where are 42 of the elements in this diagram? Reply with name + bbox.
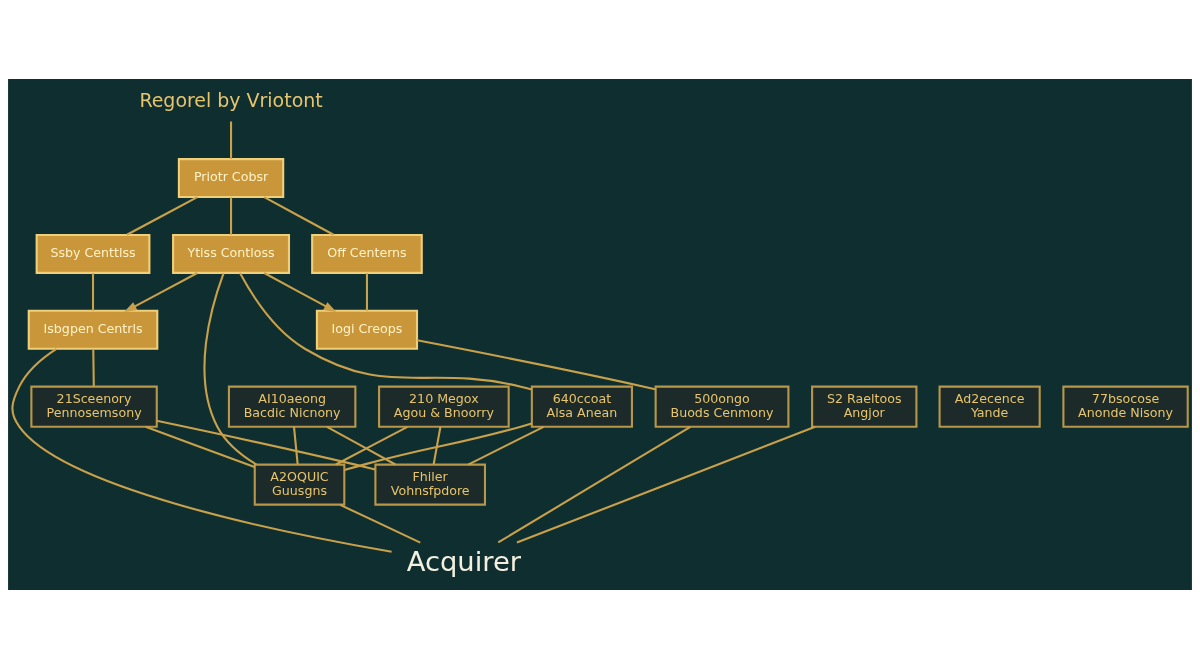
connector [416,339,656,391]
node-box: Priotr Cobsr [177,158,285,199]
connector [292,426,299,465]
node-box: 640ccoat Alsa Anean [530,385,633,428]
node-box: Isbgpen Centrls [27,309,159,350]
node-box: Ytiss Contloss [172,233,291,274]
connector [156,419,376,471]
node-box: 210 Megox Agou & Bnoorry [378,385,510,428]
arrow [124,272,198,313]
node-text: Regorel by Vriotont [139,88,323,111]
connector [497,425,691,544]
node-box: 500ongo Buods Cenmony [654,385,790,428]
connector [145,425,255,468]
node-text: Acquirer [406,545,522,577]
node-box: Fhiler Vohnsfpdore [374,463,486,506]
node-box: S2 Raeltoos Angjor [811,385,918,428]
connector [344,422,532,472]
connector [516,425,816,544]
connector [467,425,545,466]
node-box: Ad2ecence Yande [938,385,1041,428]
connector [326,425,396,466]
node-box: A2OQUIC Guusgns [253,463,346,506]
node-box: Off Centerns [311,233,423,274]
connector [335,425,408,466]
connector [263,196,335,236]
connector [91,273,95,311]
connector [432,426,442,465]
connector [339,503,421,544]
connector [92,348,95,387]
connector [230,121,233,159]
connector [365,273,368,311]
arrow [263,272,337,313]
connector [126,196,198,236]
connector [239,272,532,391]
connector [203,272,257,466]
node-box: Iogi Creops [315,309,419,350]
node-box: 21Sceenory Pennosemsony [30,385,158,428]
node-box: 77bsocose Anonde Nisony [1062,385,1189,428]
connector [230,197,233,235]
node-box: AI10aeong Bacdic Nicnony [227,385,357,428]
node-box: Ssby Centtlss [35,233,151,274]
connector [11,348,392,553]
